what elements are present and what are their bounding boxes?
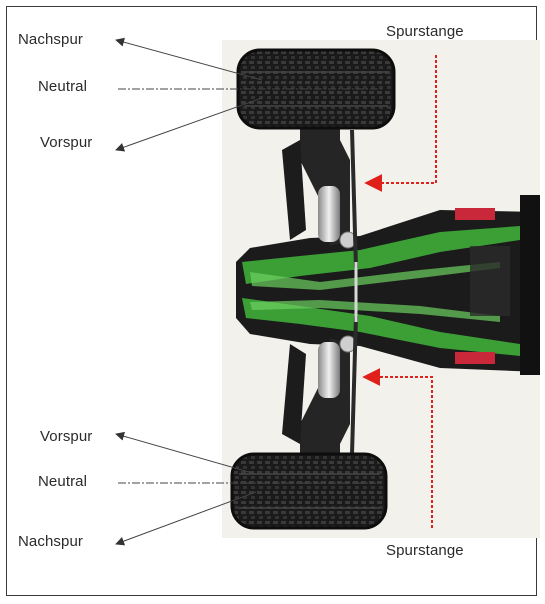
label-top-nachspur: Nachspur [18, 31, 83, 48]
label-bottom-neutral: Neutral [38, 473, 87, 490]
wheel-bottom [232, 454, 386, 528]
label-top-spurstange: Spurstange [386, 23, 464, 40]
label-top-neutral: Neutral [38, 78, 87, 95]
label-bottom-spurstange: Spurstange [386, 542, 464, 559]
label-bottom-nachspur: Nachspur [18, 533, 83, 550]
label-top-vorspur: Vorspur [40, 134, 92, 151]
label-bottom-vorspur: Vorspur [40, 428, 92, 445]
